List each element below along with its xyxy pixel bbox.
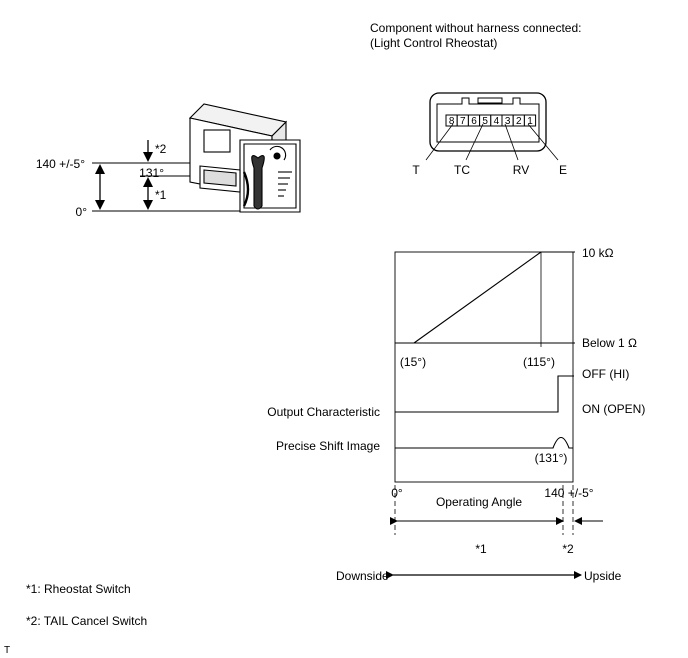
arrowhead-down — [95, 200, 105, 210]
angle-label-140: 140 +/-5° — [36, 157, 85, 171]
legend-item-tail-cancel: *2: TAIL Cancel Switch — [26, 614, 147, 628]
switch-figure: 140 +/-5° 131° 0° *2 *1 — [36, 103, 301, 219]
legend: *1: Rheostat Switch *2: TAIL Cancel Swit… — [26, 582, 147, 628]
angle-15-label: (15°) — [400, 355, 426, 369]
connector-caption-line2: (Light Control Rheostat) — [370, 36, 497, 50]
x-end-label: 140 +/-5° — [544, 486, 593, 500]
arrowhead-rheostat-down — [143, 200, 153, 210]
arrowhead-up — [95, 164, 105, 174]
connector-figure: Component without harness connected: (Li… — [370, 21, 581, 177]
rheostat-marker: *1 — [155, 188, 167, 202]
pin-number-6: 6 — [471, 116, 477, 127]
connector-latch — [477, 97, 503, 104]
x-start-label: 0° — [391, 486, 403, 500]
resistance-high-label: 10 kΩ — [582, 246, 614, 260]
operating-angle-label: Operating Angle — [436, 495, 522, 509]
on-open-label: ON (OPEN) — [582, 402, 645, 416]
legend-item-rheostat: *1: Rheostat Switch — [26, 582, 131, 596]
pin-number-7: 7 — [460, 116, 466, 127]
leader-line-rv — [504, 123, 519, 161]
connector-caption-line1: Component without harness connected: — [370, 21, 581, 35]
angle-115-label: (115°) — [523, 355, 555, 369]
pin-number-3: 3 — [505, 116, 511, 127]
resistance-low-label: Below 1 Ω — [582, 336, 637, 350]
arrowhead-tail — [143, 152, 153, 162]
footer-mark: T — [4, 645, 10, 656]
terminal-label-e: E — [559, 163, 567, 177]
resistance-ramp-line — [413, 251, 542, 344]
pin-number-8: 8 — [449, 116, 455, 127]
terminal-label-t: T — [412, 163, 420, 177]
precise-shift-line — [395, 436, 573, 449]
pin-number-4: 4 — [494, 116, 500, 127]
output-characteristic-line — [395, 375, 574, 413]
leader-line-tc — [465, 123, 484, 161]
pin-number-1: 1 — [527, 116, 533, 127]
chart-frame — [394, 251, 574, 483]
tail-cancel-marker: *2 — [155, 142, 167, 156]
angle-label-zero: 0° — [76, 205, 88, 219]
rheostat-switch-drawing — [188, 103, 301, 213]
pin-number-5: 5 — [482, 116, 488, 127]
pin-number-2: 2 — [516, 116, 522, 127]
terminal-label-rv: RV — [513, 163, 529, 177]
output-characteristic-label: Output Characteristic — [267, 405, 380, 419]
terminal-label-tc: TC — [454, 163, 470, 177]
range-2-label: *2 — [562, 542, 574, 556]
angle-131-label: (131°) — [535, 451, 568, 465]
downside-label: Downside — [336, 569, 389, 583]
off-hi-label: OFF (HI) — [582, 367, 629, 381]
connector-housing — [436, 97, 540, 143]
leader-line-t — [425, 123, 454, 161]
arrowhead-rheostat-up — [143, 177, 153, 187]
upside-label: Upside — [584, 569, 622, 583]
leader-line-e — [527, 123, 559, 161]
characteristic-chart: 10 kΩ Below 1 Ω (15°) (115°) OFF (HI) ON… — [267, 246, 645, 583]
angle-label-131: 131° — [139, 166, 164, 180]
precise-shift-label: Precise Shift Image — [276, 439, 380, 453]
range-1-label: *1 — [475, 542, 487, 556]
